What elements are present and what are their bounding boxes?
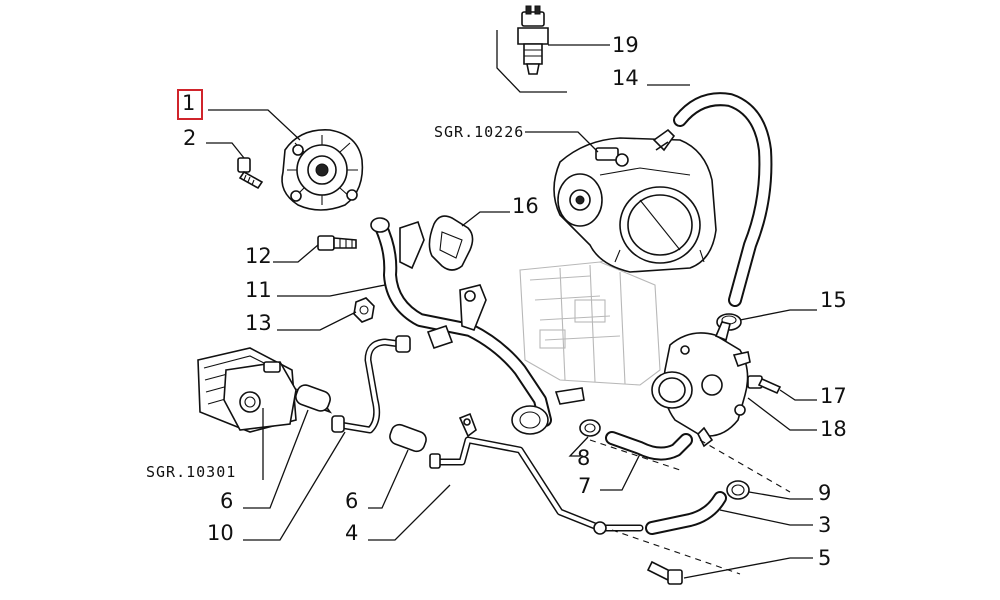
- callout-7: 7: [578, 474, 591, 498]
- callout-5: 5: [818, 546, 831, 570]
- part-12-bolt: [317, 235, 357, 251]
- part-1-water-pump: [281, 129, 364, 211]
- oil-cooler-assembly: [197, 347, 297, 433]
- callout-1-highlight: [177, 89, 203, 120]
- part-17-bolt: [747, 375, 782, 395]
- part-6-sleeve-middle: [389, 423, 427, 453]
- callout-15: 15: [820, 288, 847, 312]
- reference-sgr-left: SGR.10301: [146, 463, 236, 481]
- part-5-bolt: [646, 560, 683, 585]
- part-10-pipe: [331, 335, 411, 434]
- part-18-thermostat-housing: [651, 321, 751, 448]
- part-19-temperature-sensor: [517, 5, 549, 75]
- part-16-gasket: [428, 215, 474, 271]
- part-6-sleeve-left: [295, 384, 333, 414]
- callout-4: 4: [345, 521, 358, 545]
- callout-1: 1: [182, 91, 195, 115]
- callout-17: 17: [820, 384, 847, 408]
- part-7-hose: [605, 431, 693, 461]
- callout-14: 14: [612, 66, 639, 90]
- bracket-19: [496, 30, 567, 93]
- callout-8: 8: [577, 446, 590, 470]
- part-13-nut: [353, 297, 375, 323]
- callout-3: 3: [818, 513, 831, 537]
- part-8-clamp: [579, 419, 601, 437]
- callout-19: 19: [612, 33, 639, 57]
- assembly-line-lower: [611, 529, 741, 575]
- callout-16: 16: [512, 194, 539, 218]
- callout-10: 10: [207, 521, 234, 545]
- part-11-coolant-pipe: [370, 217, 585, 435]
- callout-18: 18: [820, 417, 847, 441]
- callout-11: 11: [245, 278, 272, 302]
- leader-lines: [206, 44, 817, 579]
- callout-6-middle: 6: [345, 489, 358, 513]
- part-2-bolt: [237, 157, 264, 190]
- callout-9: 9: [818, 481, 831, 505]
- part-14-hose: [673, 92, 773, 307]
- part-4-lower-pipe: [429, 412, 644, 535]
- part-9-clamp: [726, 480, 750, 500]
- reference-sgr-top: SGR.10226: [434, 123, 524, 141]
- callout-2: 2: [183, 126, 196, 150]
- callout-6-left: 6: [220, 489, 233, 513]
- callout-13: 13: [245, 311, 272, 335]
- callout-12: 12: [245, 244, 272, 268]
- part-3-hose: [645, 491, 727, 535]
- assembly-line-mid: [589, 439, 681, 471]
- throttle-body-assembly: [553, 128, 717, 273]
